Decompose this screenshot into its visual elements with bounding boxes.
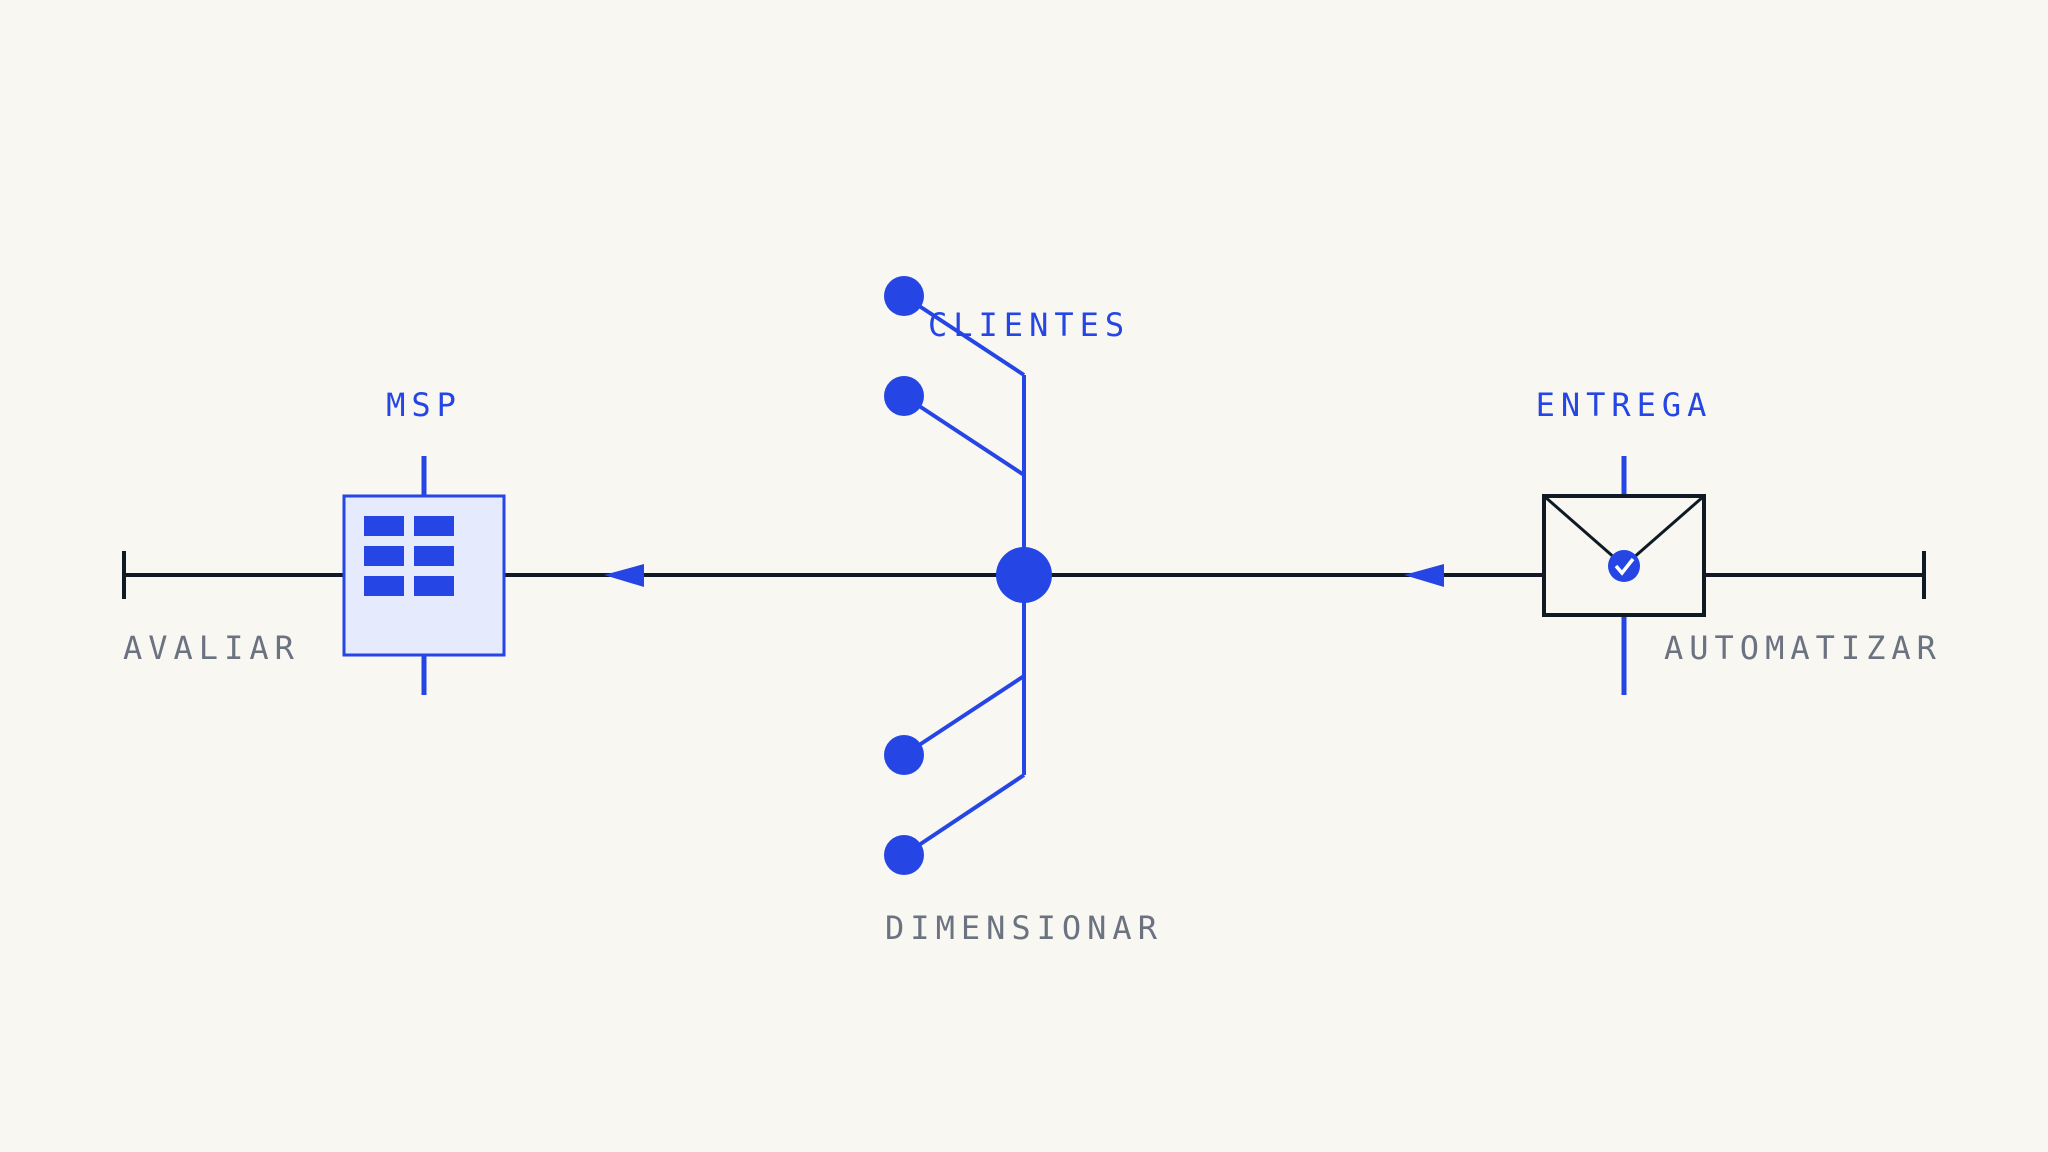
stage-label-avaliar: AVALIAR xyxy=(123,629,300,667)
envelope-check-icon xyxy=(1543,494,1705,582)
arrow-left-icon xyxy=(1404,564,1444,587)
entrega-label: ENTREGA xyxy=(1535,386,1713,424)
grid-icon xyxy=(364,516,454,596)
client-node-icon xyxy=(884,376,924,416)
arrow-left-icon xyxy=(604,564,644,587)
client-node-icon xyxy=(884,276,924,316)
hub-node-icon xyxy=(996,547,1052,603)
client-node-icon xyxy=(884,835,924,875)
client-node-icon xyxy=(884,735,924,775)
stage-label-dimensionar: DIMENSIONAR xyxy=(885,909,1163,947)
msp-label: MSP xyxy=(386,386,462,424)
stage-label-automatizar: AUTOMATIZAR xyxy=(1664,629,1942,667)
clientes-label: CLIENTES xyxy=(928,306,1131,344)
